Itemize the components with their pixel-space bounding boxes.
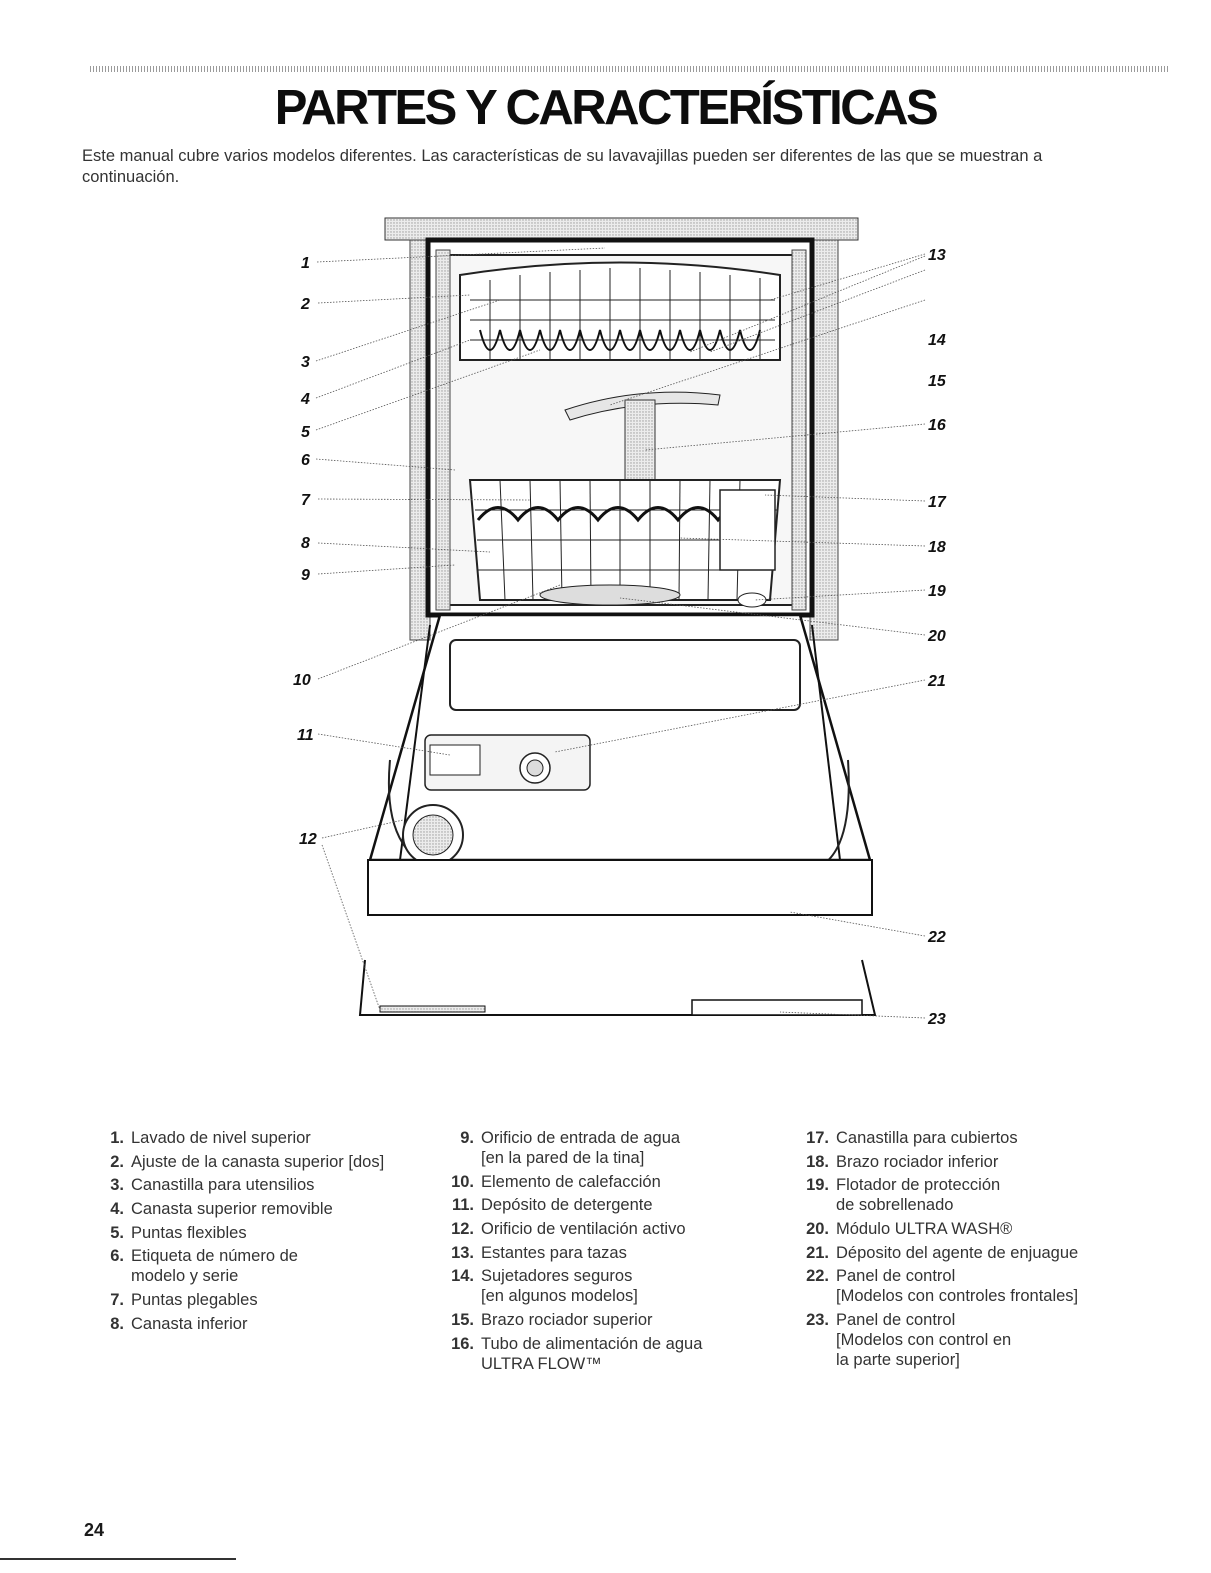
- parts-legend-column-2: 9.Orificio de entrada de agua [en la par…: [440, 1128, 800, 1378]
- top-control-panel: [358, 959, 877, 1016]
- list-item: 13.Estantes para tazas: [451, 1243, 627, 1262]
- upper-rack: [459, 261, 781, 361]
- list-item: 12.Orificio de ventilación activo: [451, 1220, 686, 1239]
- list-item: 16.Tubo de alimentación de agua ULTRA FL…: [451, 1334, 703, 1373]
- callout-1: 1: [301, 255, 310, 272]
- page-number: 24: [84, 1520, 105, 1540]
- dishwasher-diagram: 1 2 3 4 5 6 7 8 9 10 11 12 13 14 15 16 1…: [293, 217, 947, 1028]
- lower-spray-arm: [539, 584, 681, 606]
- leader-lines: [315, 247, 926, 1019]
- tub-wall-right: [791, 249, 807, 611]
- list-item: 18.Brazo rociador inferior: [806, 1152, 999, 1171]
- callout-13: 13: [928, 247, 946, 264]
- list-item: 10.Elemento de calefacción: [451, 1172, 661, 1191]
- list-item: 4.Canasta superior removible: [110, 1200, 333, 1219]
- list-item: 7.Puntas plegables: [110, 1291, 258, 1310]
- callout-2: 2: [300, 296, 310, 313]
- callout-9: 9: [301, 567, 310, 584]
- door: [367, 613, 873, 916]
- parts-legend-column-1: 1.Lavado de nivel superior 2.Ajuste de l…: [90, 1128, 430, 1338]
- countertop: [384, 217, 859, 241]
- intro-paragraph: Este manual cubre varios modelos diferen…: [82, 147, 1043, 186]
- callout-20: 20: [927, 628, 946, 645]
- list-item: 22.Panel de control [Modelos con control…: [806, 1267, 1079, 1306]
- list-item: 2.Ajuste de la canasta superior [dos]: [110, 1152, 385, 1171]
- callout-6: 6: [301, 452, 310, 469]
- top-rule: [90, 66, 1170, 72]
- list-item: 14.Sujetadores seguros [en algunos model…: [451, 1267, 638, 1306]
- callout-17: 17: [928, 494, 947, 511]
- cabinet-right: [809, 239, 839, 641]
- list-item: 9.Orificio de entrada de agua [en la par…: [460, 1129, 681, 1167]
- callout-12: 12: [299, 831, 317, 848]
- callout-4: 4: [300, 391, 310, 408]
- overfill-float: [737, 592, 767, 608]
- upper-spray-arm: [564, 391, 721, 421]
- callout-19: 19: [928, 583, 946, 600]
- list-item: 23.Panel de control [Modelos con control…: [806, 1311, 1012, 1370]
- list-item: 19.Flotador de protección de sobrellenad…: [806, 1176, 1001, 1215]
- list-item: 11.Depósito de detergente: [451, 1196, 653, 1215]
- tub-wall-left: [435, 249, 451, 611]
- feed-tube: [624, 399, 656, 491]
- list-item: 6.Etiqueta de número de modelo y serie: [110, 1247, 298, 1286]
- list-item: 20.Módulo ULTRA WASH®: [806, 1220, 1013, 1239]
- callout-11: 11: [297, 727, 314, 744]
- callout-16: 16: [928, 417, 946, 434]
- bottom-rule: [0, 1558, 236, 1560]
- callout-7: 7: [301, 492, 311, 509]
- callout-10: 10: [293, 672, 311, 689]
- callout-22: 22: [927, 929, 946, 946]
- list-item: 17.Canastilla para cubiertos: [806, 1129, 1018, 1147]
- lower-rack: [468, 479, 782, 601]
- callout-21: 21: [927, 673, 946, 690]
- list-item: 5.Puntas flexibles: [110, 1223, 247, 1242]
- callout-14: 14: [928, 332, 946, 349]
- callout-3: 3: [301, 354, 310, 371]
- callout-23: 23: [927, 1011, 946, 1028]
- list-item: 8.Canasta inferior: [110, 1314, 248, 1333]
- parts-legend-column-3: 17.Canastilla para cubiertos 18.Brazo ro…: [795, 1128, 1155, 1374]
- page-title: PARTES Y CARACTERÍSTICAS: [274, 81, 939, 135]
- callout-5: 5: [301, 424, 311, 441]
- list-item: 1.Lavado de nivel superior: [110, 1129, 311, 1147]
- callout-18: 18: [928, 539, 946, 556]
- list-item: 21.Déposito del agente de enjuague: [806, 1243, 1079, 1262]
- list-item: 3.Canastilla para utensilios: [110, 1176, 315, 1195]
- callout-8: 8: [301, 535, 310, 552]
- list-item: 15.Brazo rociador superior: [451, 1311, 653, 1330]
- callout-15: 15: [928, 373, 947, 390]
